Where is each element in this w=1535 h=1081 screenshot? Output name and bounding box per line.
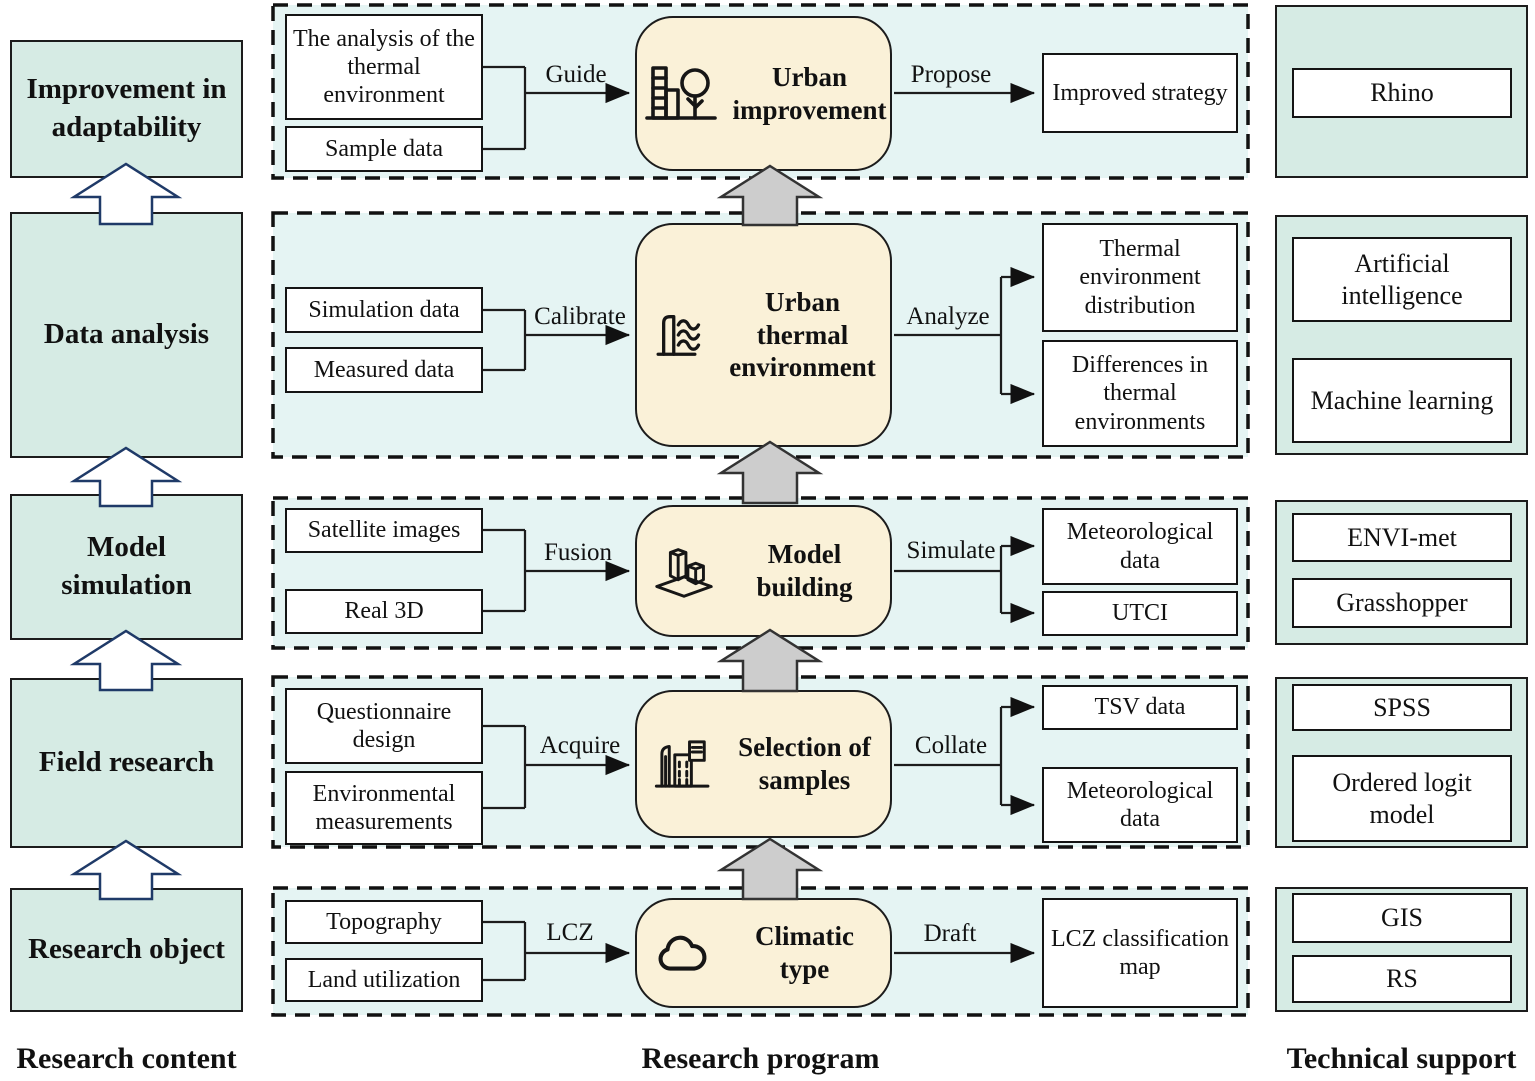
buildings-and-tree-icon [641, 62, 721, 126]
tool-box: SPSS [1292, 684, 1512, 731]
tool-label: ENVI-met [1347, 522, 1457, 552]
stage-field-research: Field research [10, 678, 243, 848]
output-label: Improved strategy [1052, 79, 1228, 106]
input-label: Sample data [325, 135, 443, 162]
tool-label: Artificial intelligence [1341, 249, 1463, 310]
column-label-technical-support: Technical support [1286, 1042, 1517, 1075]
input-box: Real 3D [285, 589, 483, 634]
up-arrow-program-1 [716, 164, 824, 227]
stage-label: Model simulation [61, 531, 192, 601]
column-label-research-program: Research program [641, 1042, 880, 1075]
process-label: Urban thermal environment [729, 286, 876, 383]
output-box: Differences in thermal environments [1042, 340, 1238, 447]
input-label: Simulation data [308, 296, 460, 323]
stage-improvement-in-adaptability: Improvement in adaptability [10, 40, 243, 178]
cloud-icon [649, 927, 719, 979]
tool-label: Machine learning [1310, 385, 1494, 415]
output-label: LCZ classification map [1051, 925, 1229, 980]
tool-box: Rhino [1292, 68, 1512, 118]
output-box: UTCI [1042, 591, 1238, 636]
tool-box: ENVI-met [1292, 513, 1512, 562]
input-box: Measured data [285, 347, 483, 393]
tool-label: RS [1386, 964, 1418, 994]
stage-label: Data analysis [43, 318, 210, 351]
output-label: Thermal environment distribution [1079, 236, 1201, 319]
tool-box: RS [1292, 955, 1512, 1003]
output-box: Thermal environment distribution [1042, 223, 1238, 332]
input-label: Measured data [313, 356, 455, 383]
input-label: Topography [326, 908, 442, 935]
input-box: The analysis of the thermal environment [285, 14, 483, 120]
output-label: TSV data [1094, 694, 1186, 721]
stage-data-analysis: Data analysis [10, 212, 243, 458]
arrow-label-simulate: Simulate [906, 537, 996, 564]
tool-box: Machine learning [1292, 358, 1512, 443]
input-box: Land utilization [285, 958, 483, 1002]
process-box-urban-improvement: Urban improvement [635, 16, 892, 171]
up-arrow-program-2 [716, 440, 824, 505]
building-heat-waves-icon [649, 309, 715, 361]
output-label: Meteorological data [1066, 777, 1214, 832]
arrow-label-guide: Guide [545, 61, 607, 88]
input-label: Satellite images [307, 517, 461, 544]
up-arrow-program-4 [716, 837, 824, 901]
arrow-label-fusion: Fusion [543, 539, 613, 566]
isometric-blocks-icon [649, 540, 719, 602]
stage-model-simulation: Model simulation [10, 494, 243, 640]
output-box: TSV data [1042, 685, 1238, 730]
arrow-label-collate: Collate [914, 732, 988, 759]
stage-research-object: Research object [10, 888, 243, 1012]
stage-label: Field research [38, 746, 215, 779]
arrow-label-propose: Propose [910, 61, 992, 88]
output-box: LCZ classification map [1042, 898, 1238, 1008]
tool-label: GIS [1381, 903, 1423, 933]
input-box: Simulation data [285, 287, 483, 333]
output-label: UTCI [1112, 600, 1168, 627]
up-arrow-program-3 [716, 628, 824, 693]
process-label: Model building [756, 539, 853, 602]
column-label-research-content: Research content [16, 1042, 237, 1075]
process-box-model-building: Model building [635, 505, 892, 637]
tool-label: Grasshopper [1336, 588, 1468, 618]
arrow-label-lcz: LCZ [546, 919, 594, 946]
stage-label: Improvement in adaptability [26, 73, 227, 143]
input-label: Real 3D [344, 598, 424, 625]
process-box-urban-thermal-environment: Urban thermal environment [635, 223, 892, 447]
tool-box: Ordered logit model [1292, 755, 1512, 842]
output-box: Meteorological data [1042, 767, 1238, 843]
arrow-label-calibrate: Calibrate [534, 303, 626, 330]
process-box-climatic-type: Climatic type [635, 898, 892, 1008]
arrow-label-acquire: Acquire [539, 732, 621, 759]
input-box: Questionnaire design [285, 688, 483, 764]
output-box: Meteorological data [1042, 508, 1238, 585]
process-box-selection-of-samples: Selection of samples [635, 690, 892, 838]
output-label: Differences in thermal environments [1071, 352, 1209, 435]
process-label: Selection of samples [738, 732, 871, 795]
input-label: The analysis of the thermal environment [293, 25, 475, 109]
input-label: Environmental measurements [312, 780, 456, 835]
tool-box: Grasshopper [1292, 578, 1512, 628]
arrow-label-analyze: Analyze [906, 303, 990, 330]
input-box: Environmental measurements [285, 771, 483, 845]
arrow-label-draft: Draft [923, 920, 977, 947]
input-label: Questionnaire design [316, 698, 452, 753]
city-buildings-icon [649, 736, 719, 792]
tool-label: SPSS [1373, 692, 1431, 722]
tool-box: GIS [1292, 893, 1512, 943]
process-label: Climatic type [755, 921, 854, 984]
stage-label: Research object [28, 933, 225, 966]
output-box: Improved strategy [1042, 53, 1238, 133]
input-box: Topography [285, 900, 483, 944]
process-label: Urban improvement [732, 61, 887, 125]
output-label: Meteorological data [1066, 519, 1214, 574]
input-box: Satellite images [285, 508, 483, 553]
tool-box: Artificial intelligence [1292, 237, 1512, 322]
tool-label: Rhino [1370, 78, 1434, 108]
input-box: Sample data [285, 126, 483, 172]
tool-label: Ordered logit model [1332, 768, 1472, 829]
input-label: Land utilization [307, 966, 461, 993]
